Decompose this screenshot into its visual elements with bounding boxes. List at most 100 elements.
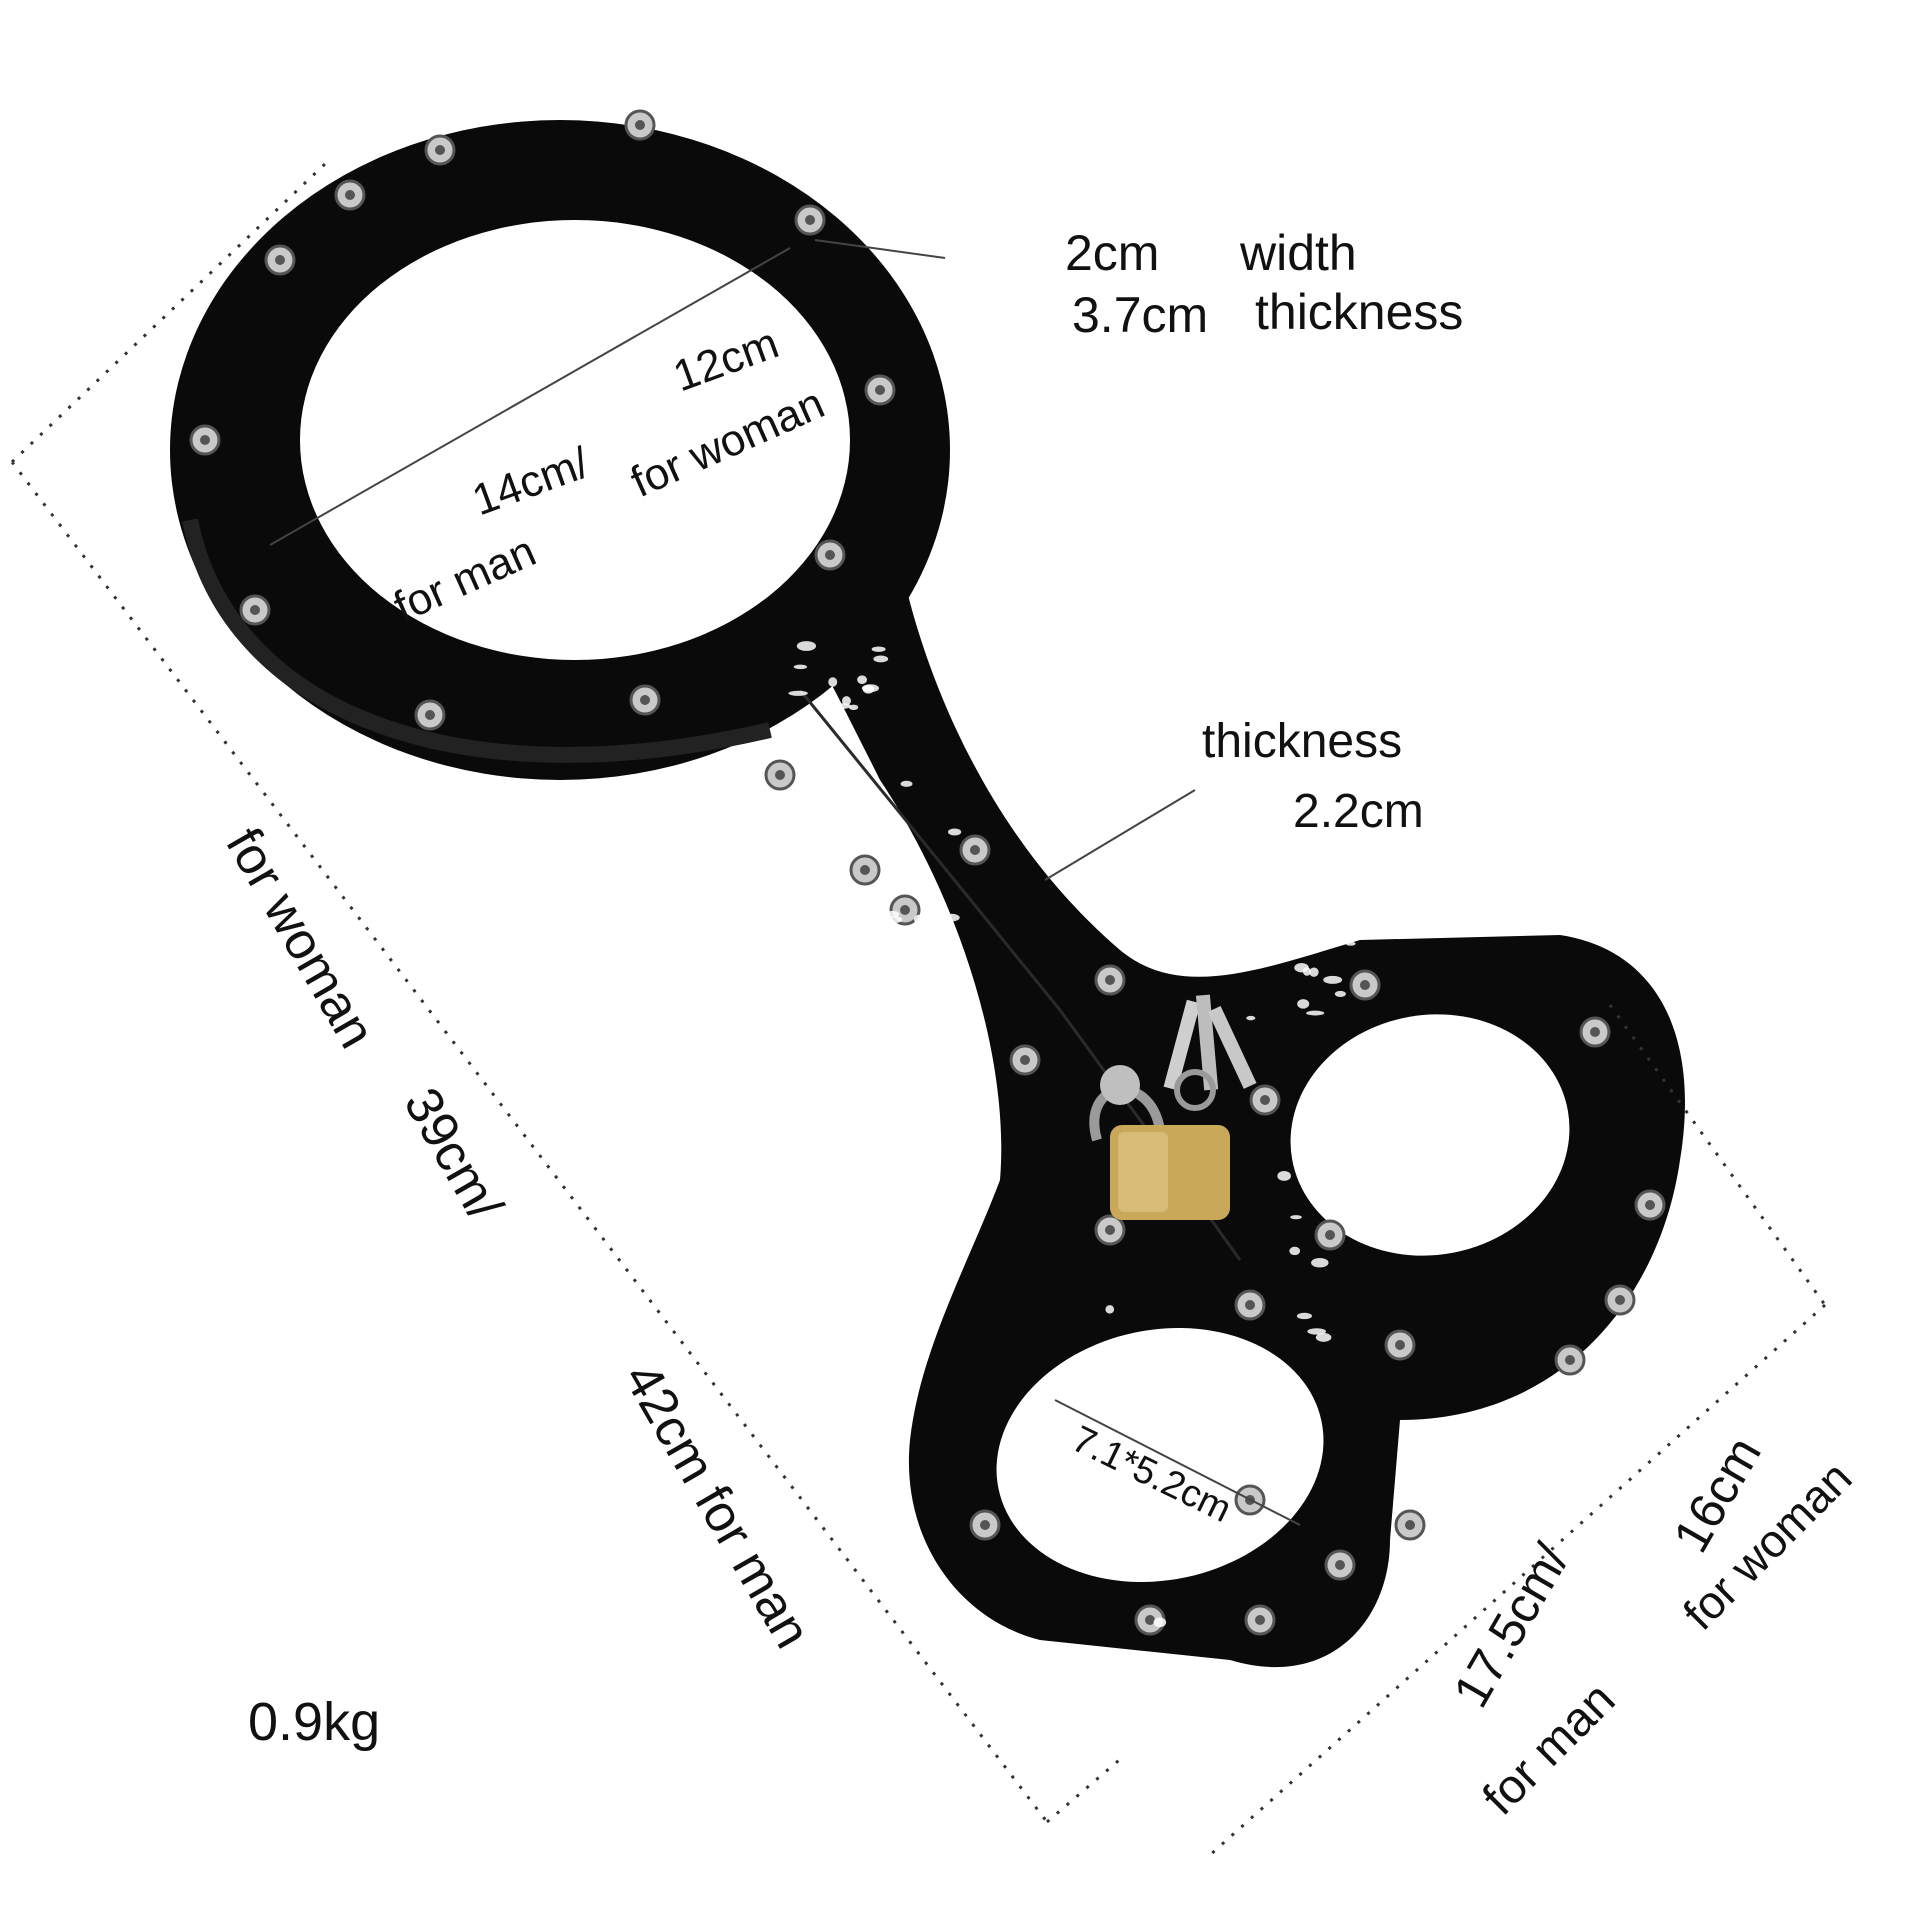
body-plate <box>760 560 1685 1668</box>
glare-spot <box>1334 990 1346 997</box>
screw-socket <box>635 120 645 130</box>
screw-socket <box>640 695 650 705</box>
glare-spot <box>947 828 962 836</box>
glare-spot <box>887 916 903 923</box>
glare-spot <box>834 800 852 809</box>
glare-spot <box>905 845 915 856</box>
screw-socket <box>1565 1355 1575 1365</box>
glare-spot <box>793 664 808 670</box>
screw-socket <box>860 865 870 875</box>
ring-thickness-label: thickness <box>1255 284 1464 340</box>
glare-spot <box>1347 1225 1357 1231</box>
glare-spot <box>1259 931 1269 936</box>
glare-spot <box>1309 967 1319 977</box>
glare-spot <box>1323 1177 1341 1187</box>
screw-socket <box>435 145 445 155</box>
screw-socket <box>1590 1027 1600 1037</box>
screw-socket <box>1255 1615 1265 1625</box>
glare-spot <box>796 641 817 651</box>
glare-spot <box>788 690 808 696</box>
glare-spot <box>842 696 851 706</box>
screw-socket <box>1260 1095 1270 1105</box>
ring-width-value: 2cm <box>1065 225 1160 281</box>
glare-spot <box>1296 1312 1313 1320</box>
ring-thickness-value: 3.7cm <box>1072 287 1209 343</box>
glare-spot <box>1277 1170 1291 1181</box>
glare-highlights <box>788 641 1361 1628</box>
screw-socket <box>1325 1230 1335 1240</box>
screw-socket <box>1360 980 1370 990</box>
screw-socket <box>275 255 285 265</box>
glare-spot <box>1324 1117 1341 1123</box>
glare-spot <box>1297 999 1310 1009</box>
glare-spot <box>798 755 813 761</box>
glare-spot <box>828 677 838 687</box>
screw-socket <box>250 605 260 615</box>
screw-socket <box>1645 1200 1655 1210</box>
glare-spot <box>871 646 886 652</box>
glare-spot <box>1122 1392 1135 1398</box>
glare-spot <box>1306 1010 1325 1016</box>
bar-thickness-value: 2.2cm <box>1293 785 1424 838</box>
screw-socket <box>1405 1520 1415 1530</box>
glare-spot <box>863 897 882 908</box>
ring-width-label: width <box>1240 225 1357 281</box>
glare-spot <box>837 842 854 850</box>
glare-spot <box>1147 1437 1157 1443</box>
glare-spot <box>1340 1123 1353 1130</box>
glare-spot <box>885 910 900 918</box>
glare-spot <box>1098 1417 1111 1423</box>
cuff-opening-line <box>1054 1399 1301 1526</box>
screw-socket <box>825 550 835 560</box>
glare-spot <box>1289 1246 1301 1256</box>
screw-socket <box>805 215 815 225</box>
glare-spot <box>1307 1328 1326 1335</box>
glare-spot <box>1290 1215 1302 1220</box>
glare-spot <box>1105 1305 1115 1314</box>
glare-spot <box>1305 1095 1326 1104</box>
screw-socket <box>900 905 910 915</box>
screw-socket <box>425 710 435 720</box>
glare-spot <box>1315 1332 1332 1342</box>
screw-socket <box>1245 1300 1255 1310</box>
screw-socket <box>775 770 785 780</box>
screw-socket <box>970 845 980 855</box>
cuff-hole-right <box>1290 1014 1570 1256</box>
cuff-hole-left <box>996 1328 1324 1582</box>
screw-socket <box>980 1520 990 1530</box>
screw-socket <box>1145 1615 1155 1625</box>
glare-spot <box>900 780 913 787</box>
bar-thickness-leader <box>1044 789 1196 881</box>
glare-spot <box>1160 1504 1173 1511</box>
glare-spot <box>1294 963 1309 973</box>
glare-spot <box>1110 1373 1123 1378</box>
glare-spot <box>1352 1210 1361 1217</box>
padlock-icon <box>1089 1065 1230 1220</box>
glare-spot <box>1153 1617 1167 1628</box>
glare-spot <box>857 838 874 848</box>
glare-spot <box>1311 1257 1329 1268</box>
glare-spot <box>863 815 881 821</box>
glare-spot <box>867 929 877 937</box>
glare-spot <box>873 655 889 663</box>
screw-socket <box>1105 975 1115 985</box>
glare-spot <box>1310 1191 1330 1200</box>
ring-width-leader <box>814 239 946 259</box>
neck-ring-edge <box>182 518 772 763</box>
screw-socket <box>875 385 885 395</box>
screw-socket <box>200 435 210 445</box>
screw-socket <box>1615 1295 1625 1305</box>
glare-spot <box>848 704 859 711</box>
glare-spot <box>845 904 865 910</box>
ring-diameter-line <box>269 247 791 546</box>
glare-spot <box>1084 1541 1100 1552</box>
glare-spot <box>942 913 960 922</box>
screw-socket <box>1335 1560 1345 1570</box>
screw-socket <box>1105 1225 1115 1235</box>
glare-spot <box>1320 936 1334 941</box>
screw-socket <box>345 190 355 200</box>
glare-spot <box>861 684 879 693</box>
glare-spot <box>1345 941 1356 946</box>
